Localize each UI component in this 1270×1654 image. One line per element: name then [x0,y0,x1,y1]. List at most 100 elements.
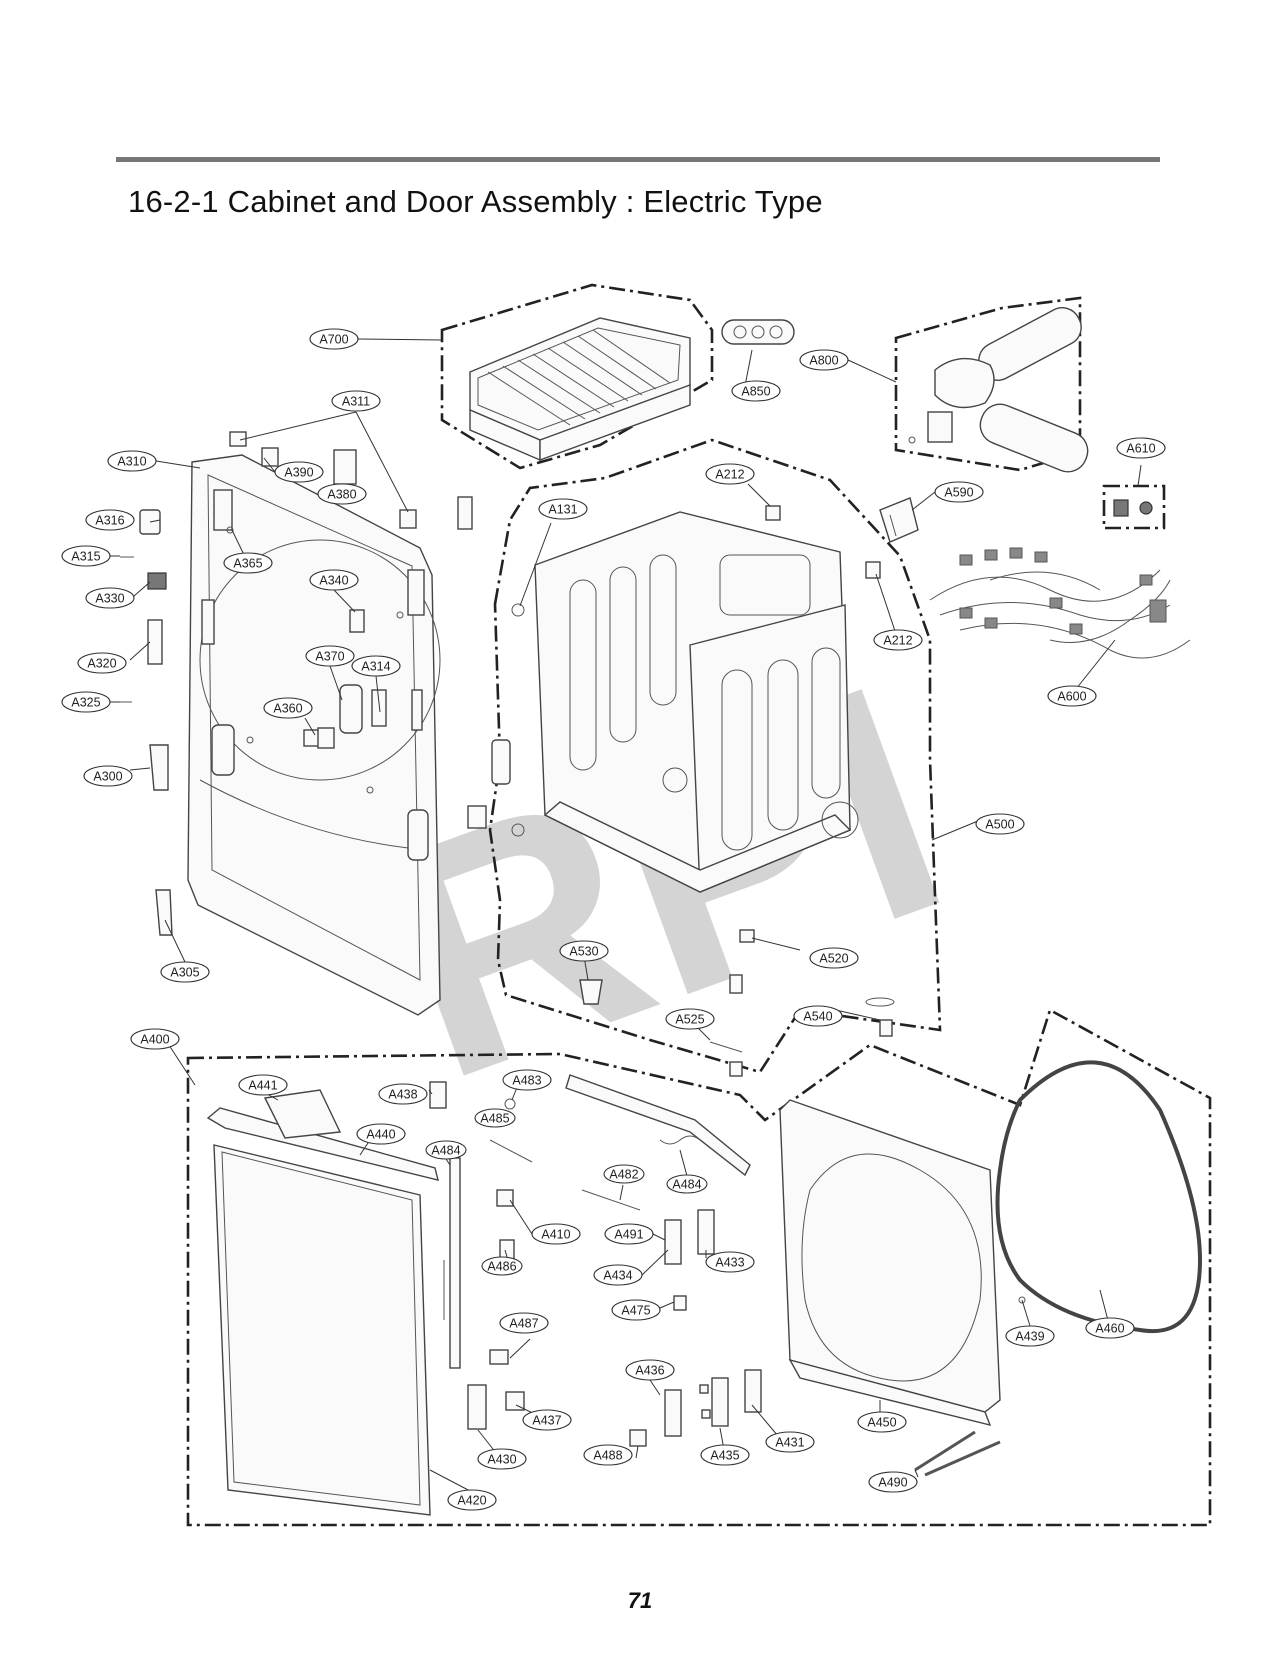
svg-text:A365: A365 [233,557,262,571]
callout-a460: A460 [1085,1317,1135,1339]
small-side-parts [120,431,511,936]
svg-text:A360: A360 [273,702,302,716]
svg-text:A486: A486 [487,1260,516,1274]
callout-a483: A483 [502,1069,552,1091]
vent-plate-part [721,319,795,345]
bracket-part-a590 [879,497,919,543]
callout-a484-right: A484 [666,1174,708,1194]
callout-a520: A520 [809,947,859,969]
group-box-a400 [186,1008,1212,1527]
callout-a438: A438 [378,1083,428,1105]
svg-text:A525: A525 [675,1013,704,1027]
svg-text:A500: A500 [985,818,1014,832]
svg-text:A300: A300 [93,770,122,784]
svg-text:A435: A435 [710,1449,739,1463]
callout-a390: A390 [274,461,324,483]
callout-a131: A131 [538,498,588,520]
callout-a540: A540 [793,1005,843,1027]
svg-text:A475: A475 [621,1304,650,1318]
terminal-connector-part [1113,499,1153,517]
callout-a600: A600 [1047,685,1097,707]
svg-text:A488: A488 [593,1449,622,1463]
callout-a305: A305 [160,961,210,983]
svg-text:A314: A314 [361,660,390,674]
svg-text:A420: A420 [457,1494,486,1508]
svg-text:A530: A530 [569,945,598,959]
svg-text:A440: A440 [366,1128,395,1142]
callout-a440: A440 [356,1123,406,1145]
svg-text:A212: A212 [883,634,912,648]
svg-text:A430: A430 [487,1453,516,1467]
callout-a530: A530 [559,940,609,962]
callout-a700: A700 [309,328,359,350]
callout-a314: A314 [351,655,401,677]
callout-a486: A486 [481,1256,523,1276]
callout-a434: A434 [593,1264,643,1286]
group-box-a700 [440,283,714,470]
svg-text:A390: A390 [284,466,313,480]
callout-a212-side: A212 [873,629,923,651]
callout-a500: A500 [975,813,1025,835]
callout-a330: A330 [85,587,135,609]
svg-text:A212: A212 [715,468,744,482]
callout-a300: A300 [83,765,133,787]
svg-text:A460: A460 [1095,1322,1124,1336]
callout-a490: A490 [868,1471,918,1493]
callout-a360: A360 [263,697,313,719]
callout-a488: A488 [583,1444,633,1466]
svg-text:A325: A325 [71,696,100,710]
svg-text:A305: A305 [170,966,199,980]
callout-a320: A320 [77,652,127,674]
callout-a800: A800 [799,349,849,371]
svg-text:A434: A434 [603,1269,632,1283]
callout-a485: A485 [474,1108,516,1128]
svg-text:A600: A600 [1057,690,1086,704]
svg-text:A380: A380 [327,488,356,502]
svg-text:A400: A400 [140,1033,169,1047]
svg-text:A520: A520 [819,952,848,966]
callout-a484-left: A484 [425,1140,467,1160]
callout-a380: A380 [317,483,367,505]
callout-a850: A850 [731,380,781,402]
svg-text:A450: A450 [867,1416,896,1430]
cabinet-small-parts [579,505,895,1077]
svg-text:A850: A850 [741,385,770,399]
callout-a482: A482 [603,1164,645,1184]
svg-text:A441: A441 [248,1079,277,1093]
svg-text:A131: A131 [548,503,577,517]
svg-text:A800: A800 [809,354,838,368]
door-parts [206,1060,1203,1516]
callout-a487: A487 [499,1312,549,1334]
svg-text:A487: A487 [509,1317,538,1331]
svg-text:A316: A316 [95,514,124,528]
svg-text:A482: A482 [609,1168,638,1182]
callout-a310: A310 [107,450,157,472]
callout-a436: A436 [625,1359,675,1381]
callout-a525: A525 [665,1008,715,1030]
svg-text:A315: A315 [71,550,100,564]
svg-text:A483: A483 [512,1074,541,1088]
page-title: 16-2-1 Cabinet and Door Assembly : Elect… [128,184,823,219]
svg-text:A484: A484 [672,1178,701,1192]
callout-a316: A316 [85,509,135,531]
svg-text:A439: A439 [1015,1330,1044,1344]
svg-text:A340: A340 [319,574,348,588]
svg-text:A310: A310 [117,455,146,469]
callout-a590: A590 [934,481,984,503]
callout-a610: A610 [1116,437,1166,459]
callout-a433: A433 [705,1251,755,1273]
svg-text:A311: A311 [342,395,370,409]
svg-text:A438: A438 [388,1088,417,1102]
callout-a325: A325 [61,691,111,713]
callout-a400: A400 [130,1028,180,1050]
callout-a475: A475 [611,1299,661,1321]
svg-text:A484: A484 [431,1144,460,1158]
callout-a212-top: A212 [705,463,755,485]
cabinet-part [511,511,859,894]
front-panel-part [187,454,441,1016]
svg-text:A610: A610 [1126,442,1155,456]
svg-text:A490: A490 [878,1476,907,1490]
header-rule [116,157,1160,162]
callout-a441: A441 [238,1074,288,1096]
svg-text:A540: A540 [803,1010,832,1024]
